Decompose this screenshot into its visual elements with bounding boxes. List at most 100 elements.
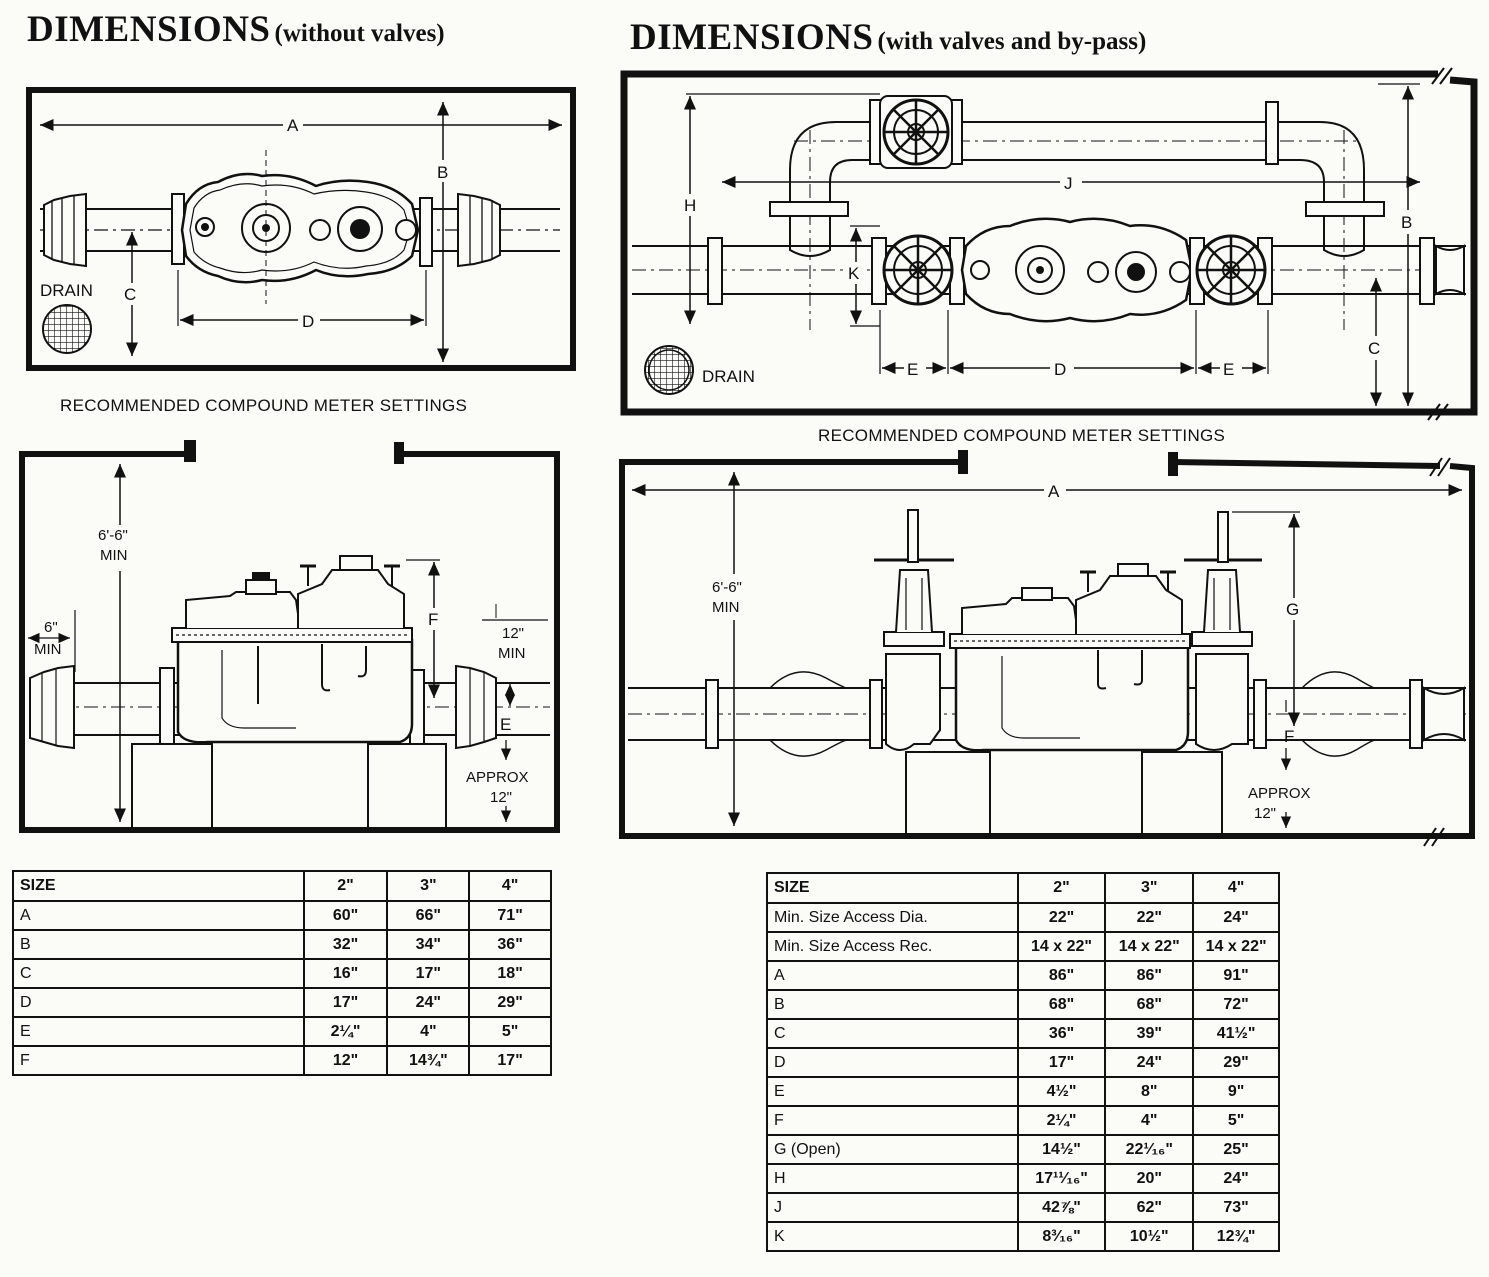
table-header-cell: SIZE bbox=[766, 872, 1019, 904]
right-dim-g: G bbox=[1286, 600, 1299, 619]
elevation-view-without-valves: 6'-6" MIN 6" MIN bbox=[19, 440, 560, 833]
right-dim-a: A bbox=[1048, 482, 1060, 501]
table-header-row: SIZE 2" 3" 4" bbox=[766, 872, 1280, 904]
left-six-2: MIN bbox=[34, 641, 62, 658]
left-heading-main: DIMENSIONS bbox=[27, 9, 271, 50]
left-six-1: 6" bbox=[44, 619, 58, 636]
value-cell: 8³⁄₁₆" bbox=[1016, 1221, 1107, 1252]
table-header-row: SIZE 2" 3" 4" bbox=[12, 870, 552, 902]
table-header-cell: 2" bbox=[1016, 872, 1107, 904]
value-cell: 14 x 22" bbox=[1016, 931, 1107, 962]
left-approx-1: APPROX bbox=[466, 769, 529, 786]
left-caption: RECOMMENDED COMPOUND METER SETTINGS bbox=[60, 396, 468, 415]
value-cell: 25" bbox=[1192, 1134, 1280, 1165]
left-dim-b: B bbox=[437, 163, 448, 182]
row-label-cell: C bbox=[766, 1018, 1019, 1049]
value-cell: 42⅞" bbox=[1016, 1192, 1107, 1223]
value-cell: 29" bbox=[468, 987, 552, 1018]
right-dim-k: K bbox=[848, 264, 860, 283]
value-cell: 14 x 22" bbox=[1192, 931, 1280, 962]
right-heading: DIMENSIONS (with valves and by-pass) bbox=[630, 16, 1146, 59]
left-drain-label: DRAIN bbox=[40, 281, 93, 300]
value-cell: 36" bbox=[1016, 1018, 1107, 1049]
table-header-cell: 3" bbox=[1104, 872, 1195, 904]
value-cell: 22" bbox=[1016, 902, 1107, 933]
right-drain-label: DRAIN bbox=[702, 367, 755, 386]
right-dim-b: B bbox=[1401, 213, 1412, 232]
value-cell: 91" bbox=[1192, 960, 1280, 991]
table-header-cell: 4" bbox=[468, 870, 552, 902]
left-twelve-1: 12" bbox=[502, 625, 524, 642]
left-heading-sub: (without valves) bbox=[274, 20, 445, 47]
right-dim-e-right: E bbox=[1223, 360, 1234, 379]
value-cell: 68" bbox=[1104, 989, 1195, 1020]
value-cell: 71" bbox=[468, 900, 552, 931]
value-cell: 24" bbox=[1192, 1163, 1280, 1194]
value-cell: 10½" bbox=[1104, 1221, 1195, 1252]
row-label-cell: E bbox=[766, 1076, 1019, 1107]
left-approx-2: 12" bbox=[490, 789, 512, 806]
right-dimensions-table: SIZE 2" 3" 4" Min. Size Access Dia.22"22… bbox=[766, 872, 1280, 1252]
row-label-cell: F bbox=[12, 1045, 305, 1076]
right-heading-sub: (with valves and by-pass) bbox=[877, 28, 1147, 55]
left-dim-a: A bbox=[287, 116, 299, 135]
left-dim-c: C bbox=[124, 285, 136, 304]
table-header-cell: 4" bbox=[1192, 872, 1280, 904]
row-label-cell: F bbox=[766, 1105, 1019, 1136]
value-cell: 5" bbox=[1192, 1105, 1280, 1136]
left-min-height-2: MIN bbox=[100, 547, 128, 564]
row-label-cell: B bbox=[766, 989, 1019, 1020]
value-cell: 4" bbox=[386, 1016, 471, 1047]
plan-view-without-valves: DRAIN A B C D bbox=[26, 87, 576, 371]
left-dim-f: F bbox=[428, 610, 438, 629]
right-min-height-2: MIN bbox=[712, 599, 740, 616]
value-cell: 73" bbox=[1192, 1192, 1280, 1223]
value-cell: 66" bbox=[386, 900, 471, 931]
left-min-height-1: 6'-6" bbox=[98, 527, 128, 544]
value-cell: 17" bbox=[302, 987, 389, 1018]
left-twelve-2: MIN bbox=[498, 645, 526, 662]
value-cell: 9" bbox=[1192, 1076, 1280, 1107]
value-cell: 14 x 22" bbox=[1104, 931, 1195, 962]
value-cell: 22¹⁄₁₆" bbox=[1104, 1134, 1195, 1165]
row-label-cell: Min. Size Access Dia. bbox=[766, 902, 1019, 933]
right-dim-c: C bbox=[1368, 339, 1380, 358]
value-cell: 86" bbox=[1104, 960, 1195, 991]
right-approx-2: 12" bbox=[1254, 805, 1276, 822]
value-cell: 4" bbox=[1104, 1105, 1195, 1136]
value-cell: 86" bbox=[1016, 960, 1107, 991]
value-cell: 68" bbox=[1016, 989, 1107, 1020]
value-cell: 5" bbox=[468, 1016, 552, 1047]
row-label-cell: A bbox=[766, 960, 1019, 991]
value-cell: 8" bbox=[1104, 1076, 1195, 1107]
left-dim-e: E bbox=[500, 715, 511, 734]
row-label-cell: Min. Size Access Rec. bbox=[766, 931, 1019, 962]
table-row: Min. Size Access Rec.14 x 22"14 x 22"14 … bbox=[766, 931, 1280, 962]
value-cell: 14¾" bbox=[386, 1045, 471, 1076]
value-cell: 60" bbox=[302, 900, 389, 931]
value-cell: 24" bbox=[1104, 1047, 1195, 1078]
value-cell: 16" bbox=[302, 958, 389, 989]
value-cell: 17" bbox=[386, 958, 471, 989]
right-dim-d: D bbox=[1054, 360, 1066, 379]
table-row: G (Open)14½"22¹⁄₁₆"25" bbox=[766, 1134, 1280, 1165]
value-cell: 17¹¹⁄₁₆" bbox=[1016, 1163, 1107, 1194]
value-cell: 62" bbox=[1104, 1192, 1195, 1223]
table-header-cell: 3" bbox=[386, 870, 471, 902]
value-cell: 36" bbox=[468, 929, 552, 960]
value-cell: 2¼" bbox=[302, 1016, 389, 1047]
table-header-cell: SIZE bbox=[12, 870, 305, 902]
row-label-cell: B bbox=[12, 929, 305, 960]
value-cell: 22" bbox=[1104, 902, 1195, 933]
